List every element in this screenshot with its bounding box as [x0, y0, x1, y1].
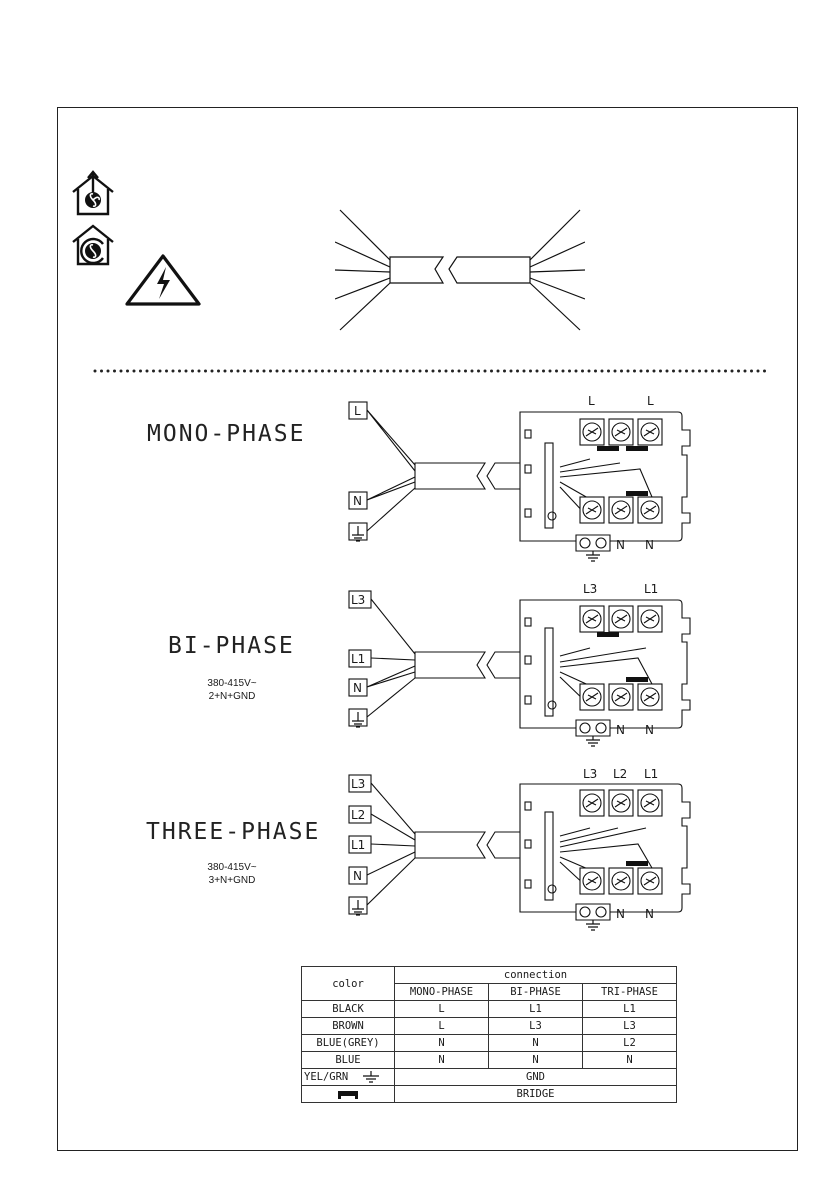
terminal-label-L2: L2 — [613, 767, 627, 781]
cable-label-L: L — [354, 404, 361, 418]
table-row: BROWN L L3 L3 — [302, 1018, 677, 1035]
row-value: L — [395, 1018, 489, 1035]
ground-value: GND — [395, 1069, 677, 1086]
three-phase-title: THREE-PHASE — [146, 819, 320, 845]
ground-color-label: YEL/GRN — [304, 1071, 348, 1083]
bridge-value: BRIDGE — [395, 1086, 677, 1103]
voltage-line-1: 380-415V~ — [207, 678, 256, 689]
row-color: BLUE(GREY) — [302, 1035, 395, 1052]
terminal-label-L3: L3 — [583, 582, 597, 596]
row-color: BROWN — [302, 1018, 395, 1035]
terminal-label-N1: N — [616, 907, 625, 921]
row-value: L1 — [489, 1001, 583, 1018]
row-value: N — [583, 1052, 677, 1069]
cable-label-L1: L1 — [351, 652, 365, 666]
terminal-label-N2: N — [645, 907, 654, 921]
row-value: N — [395, 1035, 489, 1052]
voltage-line-1: 380-415V~ — [207, 862, 256, 873]
ducted-mode-house-icon — [69, 170, 117, 218]
row-value: N — [395, 1052, 489, 1069]
row-color: BLUE — [302, 1052, 395, 1069]
cable-label-L1: L1 — [351, 838, 365, 852]
ground-symbol-icon — [361, 1071, 381, 1083]
column-bi-phase: BI-PHASE — [489, 984, 583, 1001]
color-header: color — [302, 967, 395, 1001]
electric-shock-warning-icon — [124, 253, 202, 307]
bi-phase-title: BI-PHASE — [168, 633, 295, 659]
terminal-label-N1: N — [616, 723, 625, 737]
terminal-label-L1: L1 — [644, 582, 658, 596]
table-row-ground: YEL/GRN GND — [302, 1069, 677, 1086]
cable-label-L3: L3 — [351, 593, 365, 607]
ground-color-cell: YEL/GRN — [302, 1069, 395, 1086]
cable-illustration — [335, 205, 585, 335]
cable-label-L3: L3 — [351, 777, 365, 791]
row-value: L3 — [489, 1018, 583, 1035]
mono-phase-wiring-diagram: L N L L N N — [340, 385, 700, 565]
column-tri-phase: TRI-PHASE — [583, 984, 677, 1001]
mono-phase-title: MONO-PHASE — [147, 421, 305, 447]
connection-header: connection — [395, 967, 677, 984]
terminal-label-N1: N — [616, 538, 625, 552]
three-phase-wiring-diagram: L3 L2 L1 N L3 L2 L1 N N — [340, 762, 700, 942]
cable-label-N: N — [353, 494, 362, 508]
terminal-label-L1: L — [588, 394, 595, 408]
bi-phase-wiring-diagram: L3 L1 N L3 L1 N N — [340, 578, 700, 758]
terminal-label-N2: N — [645, 723, 654, 737]
row-value: N — [489, 1035, 583, 1052]
row-value: L3 — [583, 1018, 677, 1035]
row-value: L1 — [583, 1001, 677, 1018]
cable-label-L2: L2 — [351, 808, 365, 822]
bridge-symbol-cell — [302, 1086, 395, 1103]
terminal-label-L1: L1 — [644, 767, 658, 781]
bi-phase-voltage: 380-415V~ 2+N+GND — [187, 677, 277, 703]
dotted-separator — [92, 367, 772, 375]
wire-color-legend-table: color connection MONO-PHASE BI-PHASE TRI… — [301, 966, 677, 1103]
terminal-label-L2: L — [647, 394, 654, 408]
table-row-bridge: BRIDGE — [302, 1086, 677, 1103]
voltage-line-2: 3+N+GND — [209, 875, 256, 886]
recirculation-mode-house-icon — [69, 220, 117, 268]
terminal-screw — [580, 419, 604, 445]
table-row: BLUE(GREY) N N L2 — [302, 1035, 677, 1052]
row-value: L — [395, 1001, 489, 1018]
row-value: N — [489, 1052, 583, 1069]
cable-label-N: N — [353, 869, 362, 883]
row-value: L2 — [583, 1035, 677, 1052]
voltage-line-2: 2+N+GND — [209, 691, 256, 702]
terminal-label-N2: N — [645, 538, 654, 552]
column-mono-phase: MONO-PHASE — [395, 984, 489, 1001]
cable-label-N: N — [353, 681, 362, 695]
table-row: BLACK L L1 L1 — [302, 1001, 677, 1018]
row-color: BLACK — [302, 1001, 395, 1018]
three-phase-voltage: 380-415V~ 3+N+GND — [187, 861, 277, 887]
legend-header-row: color connection — [302, 967, 677, 984]
bridge-symbol-icon — [336, 1089, 360, 1099]
terminal-label-L3: L3 — [583, 767, 597, 781]
table-row: BLUE N N N — [302, 1052, 677, 1069]
